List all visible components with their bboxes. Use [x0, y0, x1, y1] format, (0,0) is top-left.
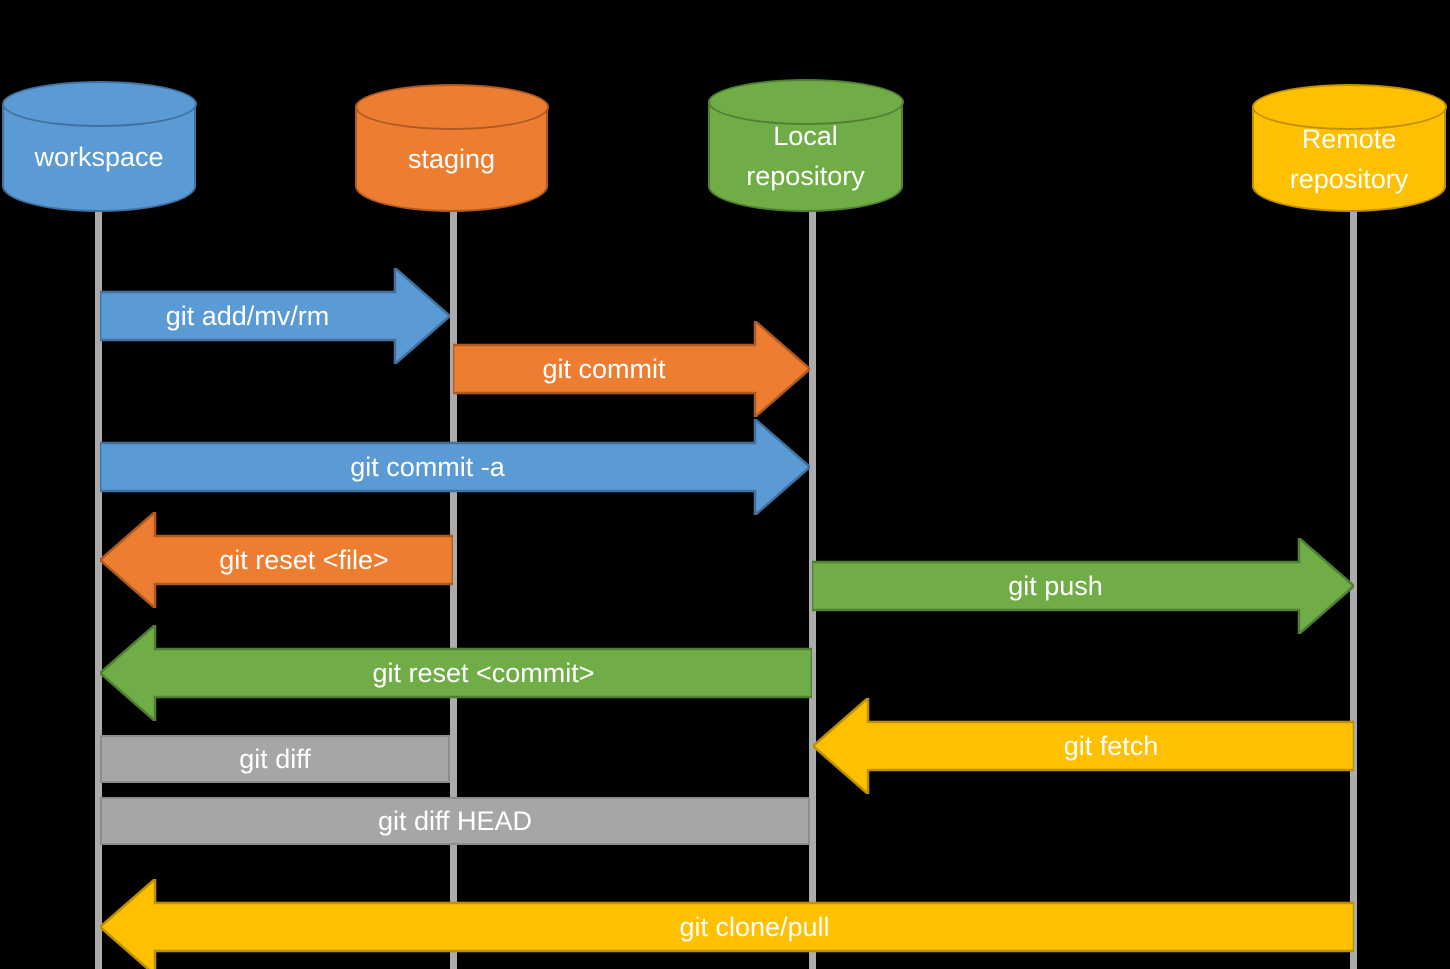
staging-node-label: staging — [407, 143, 496, 174]
remote-repository-node: Remote repository — [1251, 84, 1447, 212]
workspace-lifeline — [95, 205, 102, 969]
workspace-node-label: workspace — [34, 142, 164, 172]
cylinder-top-ellipse — [1251, 84, 1447, 130]
arrow-label: git fetch — [1063, 730, 1159, 761]
arrow-shape — [100, 625, 812, 721]
arrow-git-clone-pull: git clone/pull — [100, 879, 1354, 969]
staging-node: staging — [354, 84, 549, 212]
arrow-git-reset-commit: git reset <commit> — [100, 625, 812, 721]
bar-git-diff: git diff — [100, 735, 450, 783]
arrow-shape — [100, 879, 1354, 969]
arrow-shape — [453, 321, 810, 417]
cylinder-top-ellipse — [1, 81, 197, 127]
bar-git-diff-head: git diff HEAD — [100, 797, 810, 845]
arrow-label: git commit -a — [350, 451, 505, 482]
bar-label: git diff HEAD — [377, 805, 533, 836]
arrow-shape — [100, 419, 810, 515]
local-repository-node: Local repository — [707, 79, 904, 212]
arrow-git-commit-a: git commit -a — [100, 419, 810, 515]
cylinder-top-ellipse — [354, 84, 549, 130]
arrow-git-commit: git commit — [453, 321, 810, 417]
arrow-git-fetch: git fetch — [813, 698, 1354, 794]
arrow-shape — [812, 538, 1354, 634]
local-repository-node-label: Local repository — [746, 121, 865, 191]
arrow-shape — [813, 698, 1354, 794]
arrow-label: git add/mv/rm — [165, 300, 330, 331]
arrow-label: git reset <commit> — [372, 657, 595, 688]
arrow-label: git reset <file> — [219, 544, 389, 575]
workspace-node: workspace — [1, 81, 197, 212]
arrow-label: git commit — [542, 353, 666, 384]
cylinder-top-ellipse — [707, 79, 904, 125]
arrow-git-add-mv-rm: git add/mv/rm — [100, 268, 450, 364]
arrow-git-reset-file: git reset <file> — [100, 512, 453, 608]
arrow-shape — [100, 512, 453, 608]
arrow-shape — [100, 268, 450, 364]
staging-lifeline — [450, 205, 457, 969]
arrow-label: git clone/pull — [679, 911, 830, 942]
arrow-label: git push — [1008, 570, 1103, 601]
bar-label: git diff — [239, 743, 311, 774]
arrow-git-push: git push — [812, 538, 1354, 634]
remote-repository-node-label: Remote repository — [1289, 123, 1409, 194]
